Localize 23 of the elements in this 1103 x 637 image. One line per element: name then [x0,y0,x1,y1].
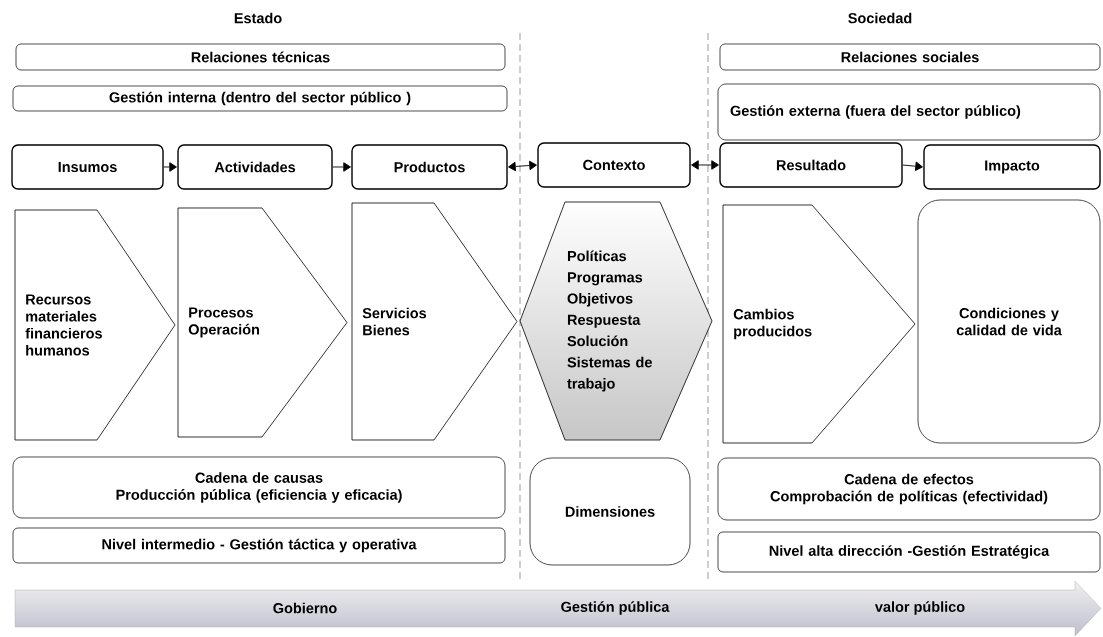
rounded-panel: Condiciones y calidad de vida [917,199,1101,444]
chain-box: Cadena de efectos Comprobación de políticas (efectividad) [717,457,1101,521]
stage-box: Productos [351,144,508,190]
chain-box: Cadena de causas Producción pública (eficiencia y eficacia) [12,456,506,519]
level-box: Nivel alta dirección -Gestión Estratégica [717,531,1101,573]
stage-box: Resultado [719,142,903,188]
arrow [163,162,177,172]
heading: Estado [234,12,282,24]
heading-box: Gestión externa (fuera del sector público) [717,83,1101,141]
stage-box: Contexto [537,142,691,188]
arrow [508,160,537,172]
stage-box: Insumos [11,144,164,190]
arrow [332,162,351,172]
arrow [902,161,923,171]
arrow [691,160,719,170]
heading-box: Relaciones sociales [719,43,1101,71]
heading-box: Relaciones técnicas [15,43,506,71]
dimension-box: Dimensiones [529,457,691,566]
level-box: Nivel intermedio - Gestión táctica y operativa [12,527,506,564]
stage-box: Impacto [923,144,1101,190]
heading: Sociedad [848,12,912,24]
heading-box: Gestión interna (dentro del sector público ) [12,85,508,112]
stage-box: Actividades [177,144,333,190]
